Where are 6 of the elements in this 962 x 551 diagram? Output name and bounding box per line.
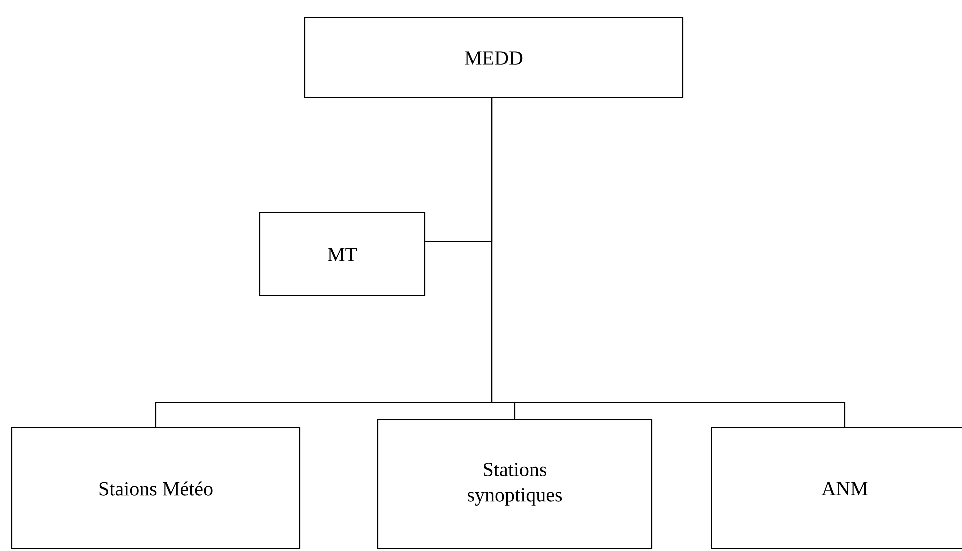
org-box: Staions Météo	[11, 427, 301, 550]
org-box: Stations synoptiques	[377, 419, 653, 550]
org-box: MT	[259, 212, 426, 297]
org-box: ANM	[711, 427, 962, 550]
org-box: MEDD	[304, 17, 684, 99]
connector-line	[491, 98, 846, 428]
